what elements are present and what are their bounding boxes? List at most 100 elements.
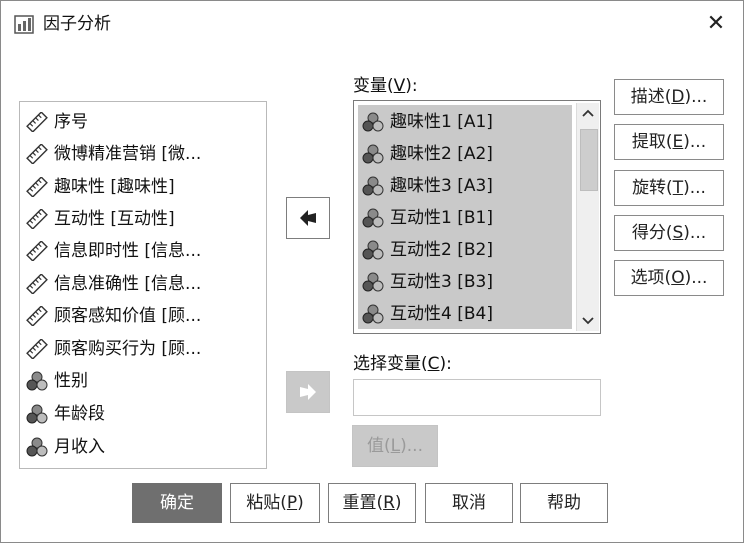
scale-ruler-icon [26,177,48,197]
list-item-label: 趣味性 [趣味性] [54,177,175,197]
arrow-left-icon [300,210,316,226]
button-text: 重置( [342,493,384,513]
button-suffix: ) [297,493,304,513]
paste-button[interactable]: 粘贴(P) [230,483,320,523]
button-suffix: )... [683,178,706,198]
list-item[interactable]: 趣味性3 [A3] [362,170,493,202]
rotation-button[interactable]: 旋转(T)... [614,170,724,206]
scrollbar-thumb[interactable] [580,129,598,191]
list-item[interactable]: 互动性1 [B1] [362,202,493,234]
button-mnemonic: T [672,178,684,198]
value-button[interactable]: 值(L)... [352,425,438,467]
list-item[interactable]: 顾客购买行为 [顾... [26,334,201,364]
nominal-balls-icon [362,240,384,260]
list-item[interactable]: 互动性3 [B3] [362,266,493,298]
button-mnemonic: R [383,493,395,513]
button-mnemonic: O [671,268,685,288]
selection-label-mnemonic: C [427,354,440,374]
list-item[interactable]: 互动性 [互动性] [26,204,175,234]
button-suffix: )... [683,223,707,243]
list-item[interactable]: 性别 [26,366,88,396]
scale-ruler-icon [26,112,48,132]
button-text: 得分( [631,223,673,243]
list-item[interactable]: 序号 [26,107,88,137]
nominal-balls-icon [26,371,48,391]
button-mnemonic: D [671,87,685,107]
scroll-down-icon[interactable] [577,311,599,331]
list-item-label: 序号 [54,112,88,132]
dialog-title: 因子分析 [43,14,111,34]
scale-ruler-icon [26,339,48,359]
list-item[interactable]: 年龄段 [26,399,105,429]
move-to-selection-button[interactable] [286,371,330,413]
list-item-label: 互动性3 [B3] [390,272,493,292]
button-mnemonic: S [672,223,684,243]
list-item[interactable]: 趣味性1 [A1] [362,106,493,138]
list-item-label: 月收入 [54,437,105,457]
nominal-balls-icon [26,437,48,457]
list-item-label: 趣味性3 [A3] [390,176,493,196]
scale-ruler-icon [26,306,48,326]
nominal-balls-icon [362,112,384,132]
button-suffix: )... [684,87,708,107]
scroll-up-icon[interactable] [577,103,599,123]
button-mnemonic: E [672,132,684,152]
list-item[interactable]: 顾客感知价值 [顾... [26,301,201,331]
variables-label: 变量(V): [353,75,418,97]
list-item[interactable]: 趣味性 [趣味性] [26,172,175,202]
scale-ruler-icon [26,209,48,229]
scale-ruler-icon [26,274,48,294]
nominal-balls-icon [362,304,384,324]
list-item[interactable]: 微博精准营销 [微... [26,139,201,169]
selection-variable-label: 选择变量(C): [353,353,452,375]
descriptives-button[interactable]: 描述(D)... [614,79,724,115]
value-button-text: 值( [367,436,391,456]
scale-ruler-icon [26,144,48,164]
variables-label-suffix: ): [405,76,418,96]
button-suffix: )... [684,268,708,288]
button-mnemonic: P [286,493,298,513]
nominal-balls-icon [26,404,48,424]
list-item-label: 性别 [54,371,88,391]
variables-label-mnemonic: V [393,76,406,96]
move-to-variables-button[interactable] [286,197,330,239]
list-item-label: 信息准确性 [信息... [54,274,202,294]
list-item-label: 顾客购买行为 [顾... [54,339,202,359]
source-variable-list[interactable]: 序号 微博精准营销 [微... 趣味性 [趣味性] 互动性 [互动性] 信息即时… [19,101,267,469]
button-text: 旋转( [632,178,673,198]
list-item[interactable]: 月收入 [26,432,105,462]
close-icon[interactable]: ✕ [706,11,726,36]
list-item[interactable]: 互动性4 [B4] [362,298,493,329]
selection-label-text: 选择变量( [353,354,428,374]
options-button[interactable]: 选项(O)... [614,260,724,296]
variables-scrollbar[interactable] [576,103,599,331]
selection-variable-field[interactable] [353,379,601,416]
ok-button[interactable]: 确定 [132,483,222,523]
scores-button[interactable]: 得分(S)... [614,215,724,251]
button-suffix: ) [394,493,402,513]
reset-button[interactable]: 重置(R) [328,483,416,523]
variables-list[interactable]: 趣味性1 [A1] 趣味性2 [A2] 趣味性3 [A3] 互动性1 [B1] … [353,100,601,334]
button-text: 描述( [630,87,672,107]
list-item[interactable]: 趣味性2 [A2] [362,138,493,170]
list-item-label: 互动性4 [B4] [390,304,493,324]
variables-label-text: 变量( [353,76,394,96]
list-item-label: 信息即时性 [信息... [54,241,202,261]
list-item-label: 互动性1 [B1] [390,208,493,228]
button-suffix: )... [683,132,707,152]
cancel-button[interactable]: 取消 [425,483,513,523]
list-item-label: 趣味性2 [A2] [390,144,493,164]
title-bar: 因子分析 ✕ [1,1,743,47]
app-icon [14,15,34,34]
list-item-label: 趣味性1 [A1] [390,112,493,132]
help-button[interactable]: 帮助 [520,483,608,523]
button-text: 粘贴( [246,493,287,513]
list-item[interactable]: 信息即时性 [信息... [26,236,201,266]
list-item[interactable]: 互动性2 [B2] [362,234,493,266]
nominal-balls-icon [362,208,384,228]
button-text: 选项( [630,268,672,288]
list-item[interactable]: 信息准确性 [信息... [26,269,201,299]
extraction-button[interactable]: 提取(E)... [614,124,724,160]
nominal-balls-icon [362,272,384,292]
